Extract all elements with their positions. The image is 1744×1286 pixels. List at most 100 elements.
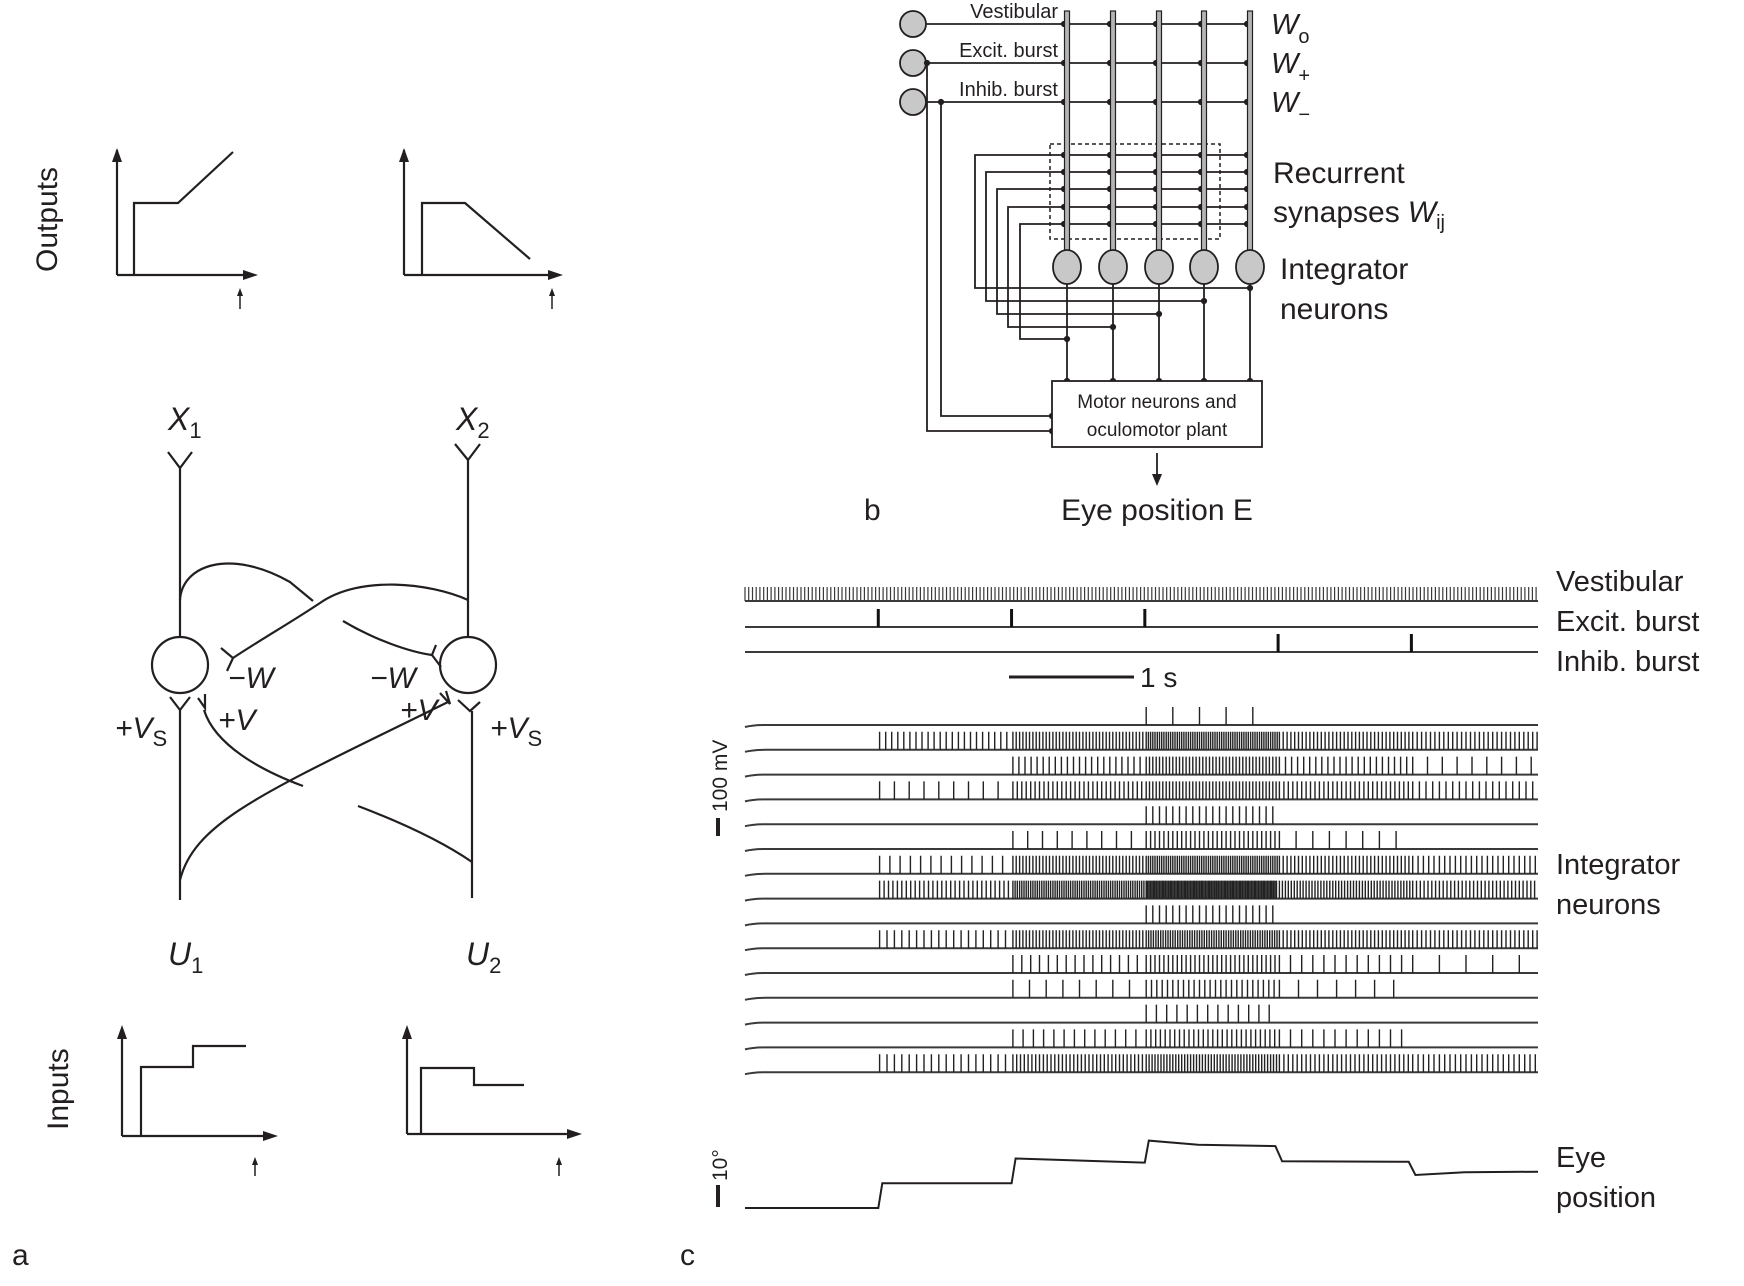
arrow-head-icon [556,1157,562,1165]
arrow-head-icon [252,1157,258,1165]
spike-train [878,855,1536,874]
cross-excite-1-to-2 [178,701,449,881]
spike-train [878,880,1536,899]
excit-burst-trace [745,609,1538,628]
input-label: Excit. burst [959,40,1058,62]
panel-c-label: c [680,1239,695,1272]
x-axis-arrow-icon [567,1129,582,1139]
input-label: Vestibular [970,1,1058,23]
baseline [744,922,1538,927]
input-neuron-0 [899,10,927,38]
spike-train [878,731,1538,750]
arrow-head-icon [237,288,243,296]
arrow-head-icon [549,288,555,296]
inhibit-1-to-2-end [342,620,433,657]
weight-label: Wo [1271,9,1310,48]
baseline [744,773,1538,778]
integrator-neuron [1144,249,1174,285]
motor-plant-box [1051,380,1263,448]
y-axis-arrow-icon [399,148,409,162]
spike-train [1145,707,1254,725]
input-plot-1 [117,1025,278,1176]
inhib-burst-label: Inhib. burst [1556,646,1699,678]
baseline [744,897,1538,902]
y-axis-arrow-icon [112,148,122,162]
spike-train [1145,1004,1270,1023]
integrator-neuron-trace [744,905,1538,927]
integrator-neuron-trace [744,955,1538,976]
spike-train [744,587,1537,601]
synapse-icon [439,690,452,705]
time-scale-label: 1 s [1140,662,1177,693]
integrator-neuron [1189,249,1219,285]
self-label-2: +VS [490,712,542,751]
baseline [744,1071,1538,1076]
input-neuron-1 [899,49,927,77]
x1-label: X1 [167,401,202,443]
spike-train [1145,905,1274,924]
eye-label-1: Eye [1556,1142,1606,1174]
output-plot-2 [399,148,563,309]
integrator-neuron-trace [744,880,1538,902]
baseline [744,848,1538,852]
x-axis-arrow-icon [263,1131,278,1141]
outputs-label: Outputs [31,167,64,272]
inhibit-1-to-2 [178,562,314,602]
baseline [744,872,1538,877]
baseline [744,823,1538,828]
unit-1-cell [150,635,210,695]
integrator-neurons [1052,249,1265,285]
recurrent-line [1019,223,1250,340]
inhibit-2-to-1 [232,583,469,659]
integrator-neuron-trace [744,855,1538,877]
integrator-neuron-trace [744,1029,1538,1051]
weight-subscript: o [1298,26,1309,48]
integrator-label-2: neurons [1280,293,1388,326]
eye-label-2: position [1556,1182,1656,1214]
panel-a: Outputs X1 X2 [12,148,582,1272]
weight-label: W− [1271,87,1310,126]
input-label: Inhib. burst [959,79,1058,101]
spike-train [1012,979,1395,998]
weight-label: W+ [1271,48,1310,87]
cross-excite-2-to-1 [202,709,304,788]
spike-train [878,1054,1536,1073]
inputs-label: Inputs [42,1048,75,1130]
integrator-neurons-label-1: Integrator [1556,849,1680,881]
integrator-neurons-label-2: neurons [1556,889,1661,921]
integrator-label-1: Integrator [1280,253,1408,286]
spike-train [878,781,1534,800]
integrator-neuron-trace [744,707,1538,728]
baseline [744,798,1538,803]
inhib-direct-line [940,102,1052,417]
integrator-neuron [1098,249,1128,285]
recurrent-line [1007,206,1250,328]
recurrent-line [996,188,1250,315]
integrator-neuron-trace [744,731,1538,753]
excit-direct-line [926,62,1052,432]
y-axis-arrow-icon [117,1025,127,1039]
synapse-icon [167,451,193,470]
weight-subscript: + [1298,65,1310,87]
unit-2-cell [438,635,498,695]
synapse-icon [220,647,235,672]
synapse-icon [454,443,481,462]
vestibular-trace [744,587,1538,602]
output-2-curve [420,201,531,275]
integrator-neuron-trace [744,930,1538,952]
x2-label: X2 [455,401,490,443]
weight-subscript: − [1298,104,1310,126]
integrator-traces [744,707,1538,1076]
branch-dot-icon [937,98,945,106]
baseline [744,748,1538,753]
dendrite [1109,10,1117,254]
x-axis-arrow-icon [243,270,258,280]
integrator-neuron-trace [744,831,1538,852]
input-2-curve [419,1066,524,1134]
down-arrow-icon [1152,474,1162,486]
panel-c: 1 s 100 mV 10° Vestibular Excit. burst I… [680,566,1699,1272]
spike-train [1012,831,1397,849]
dendrites [1063,10,1254,385]
